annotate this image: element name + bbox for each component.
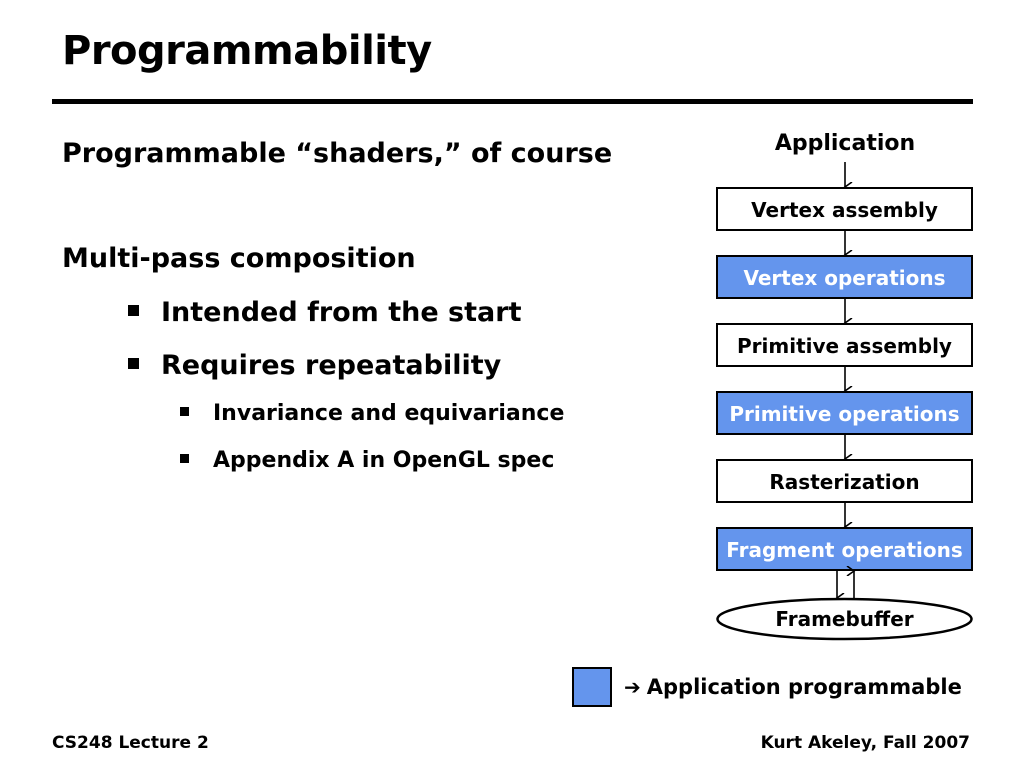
stage-primitive-assembly: Primitive assembly — [716, 323, 973, 367]
stage-box — [716, 255, 973, 299]
stage-box — [716, 391, 973, 435]
bullet-text: Appendix A in OpenGL spec — [213, 448, 555, 473]
framebuffer-node: Framebuffer — [716, 597, 973, 641]
legend-text: Application programmable — [646, 675, 962, 699]
bullet-text: Programmable “shaders,” of course — [62, 138, 613, 169]
bullet-text: Intended from the start — [161, 297, 522, 328]
pipeline-input-label: Application — [775, 131, 915, 156]
right-arrow-icon: ➔ — [624, 675, 641, 699]
bullet-text: Multi-pass composition — [62, 243, 416, 274]
stage-box — [716, 187, 973, 231]
stage-vertex-operations: Vertex operations — [716, 255, 973, 299]
square-bullet-icon — [180, 454, 189, 463]
stage-fragment-operations: Fragment operations — [716, 527, 973, 571]
slide-title: Programmability — [62, 28, 432, 74]
title-rule — [52, 99, 973, 104]
bullet-item: Appendix A in OpenGL spec — [180, 448, 554, 473]
bullet-item: Multi-pass composition — [62, 243, 416, 274]
stage-box — [716, 459, 973, 503]
framebuffer-ellipse — [716, 597, 973, 641]
footer-left: CS248 Lecture 2 — [52, 733, 209, 753]
bullet-item: Intended from the start — [128, 297, 521, 328]
stage-rasterization: Rasterization — [716, 459, 973, 503]
stage-vertex-assembly: Vertex assembly — [716, 187, 973, 231]
stage-label: Rasterization — [769, 470, 919, 494]
square-bullet-icon — [128, 305, 139, 316]
stage-label: Vertex assembly — [751, 198, 938, 222]
bullet-item: Requires repeatability — [128, 350, 501, 381]
bullet-item: Invariance and equivariance — [180, 401, 564, 426]
stage-label: Primitive operations — [729, 402, 959, 426]
stage-box — [716, 527, 973, 571]
square-bullet-icon — [128, 358, 139, 369]
stage-primitive-operations: Primitive operations — [716, 391, 973, 435]
stage-label: Fragment operations — [726, 538, 963, 562]
stage-label: Vertex operations — [743, 266, 945, 290]
footer-right: Kurt Akeley, Fall 2007 — [760, 733, 970, 753]
legend: ➔ Application programmable — [572, 666, 962, 708]
stage-box — [716, 323, 973, 367]
framebuffer-label: Framebuffer — [775, 607, 913, 631]
bullet-text: Invariance and equivariance — [213, 401, 565, 426]
bullet-item: Programmable “shaders,” of course — [62, 138, 612, 169]
legend-swatch — [572, 667, 612, 707]
square-bullet-icon — [180, 407, 189, 416]
bullet-text: Requires repeatability — [161, 350, 502, 381]
stage-label: Primitive assembly — [737, 334, 952, 358]
